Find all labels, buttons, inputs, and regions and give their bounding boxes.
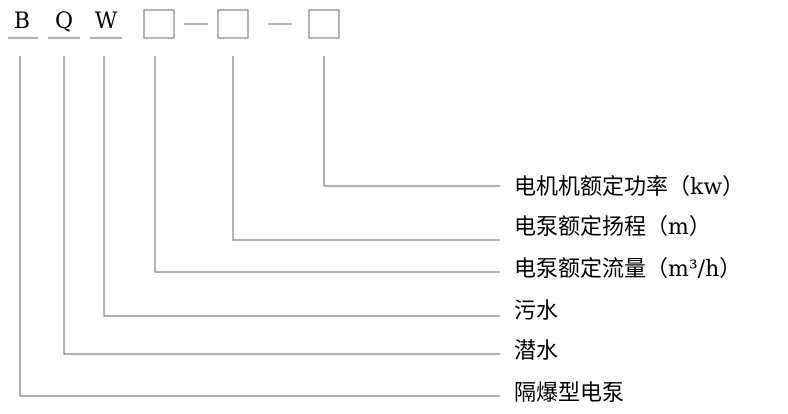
leader-head <box>232 56 500 241</box>
code-letter-q: Q <box>55 9 73 34</box>
label-explosion-proof-pump: 隔爆型电泵 <box>514 381 624 406</box>
code-box-head <box>217 9 249 39</box>
code-letter-w: W <box>95 9 118 34</box>
leader-b <box>19 56 500 397</box>
label-rated-head: 电泵额定扬程（m） <box>514 215 711 240</box>
leader-q <box>63 56 500 355</box>
code-letter-b: B <box>14 9 30 34</box>
code-box-power <box>308 9 340 39</box>
code-box-flow <box>143 9 175 39</box>
label-rated-flow: 电泵额定流量（m³/h） <box>514 257 741 282</box>
label-rated-power: 电机机额定功率（kw） <box>514 175 744 200</box>
label-sewage: 污水 <box>514 299 558 324</box>
leader-power <box>323 56 500 187</box>
label-submersible: 潜水 <box>514 339 558 364</box>
leader-w <box>103 56 500 317</box>
leader-flow <box>154 56 500 273</box>
